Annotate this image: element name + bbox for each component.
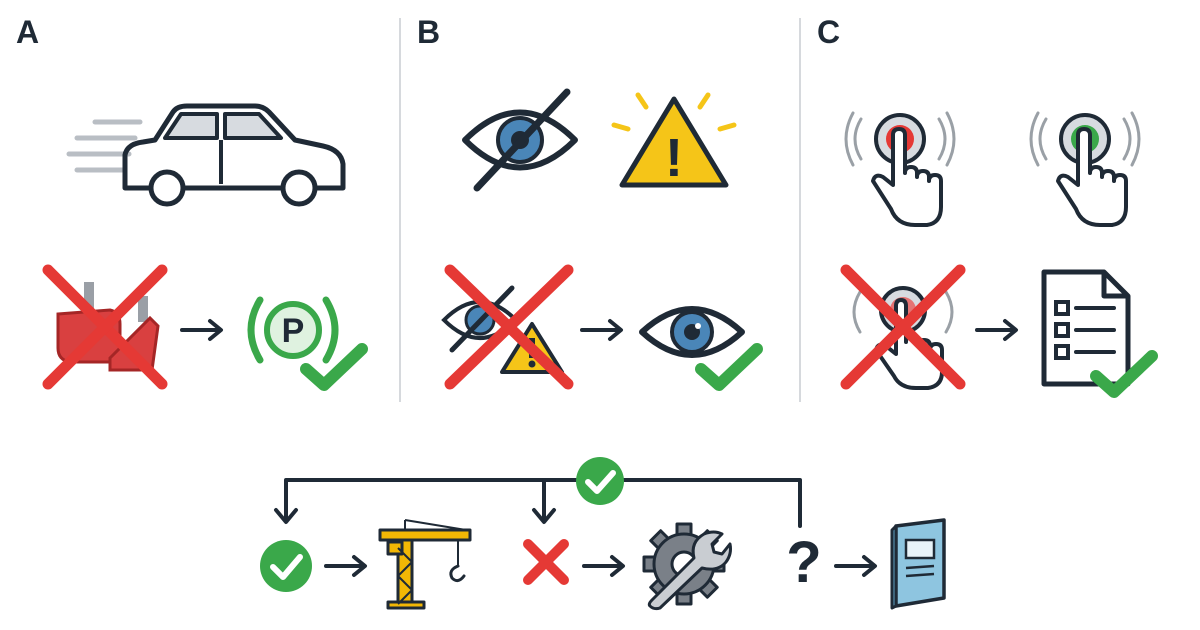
warning-exclamation: ! [665, 128, 683, 188]
parking-letter: P [282, 312, 305, 350]
right-arrow-icon [180, 318, 226, 342]
right-arrow-icon [834, 554, 880, 578]
crossed-out-button-press-icon [838, 262, 968, 392]
finger-press-red-button-icon [844, 105, 956, 235]
crossed-out-eye-slash-warning-icon [440, 262, 580, 392]
checkmark-icon [1090, 350, 1160, 400]
checkmark-icon [695, 343, 765, 393]
question-mark-text: ? [786, 530, 821, 595]
branch-connector-lines [270, 450, 830, 540]
moving-car-icon [55, 100, 355, 210]
panel-label-c: C [817, 14, 841, 50]
panel-divider [399, 18, 401, 402]
panel-label-b: B [417, 14, 441, 50]
panel-divider [799, 18, 801, 402]
checkmark-icon [300, 343, 370, 393]
right-arrow-icon [580, 318, 626, 342]
manual-book-icon [888, 518, 952, 610]
green-check-circle-icon [574, 455, 626, 507]
finger-press-green-button-icon [1029, 105, 1141, 235]
red-x-icon [520, 536, 572, 588]
crossed-out-handbrake-lever-icon [40, 262, 170, 392]
crane-icon [378, 518, 474, 610]
right-arrow-icon [975, 318, 1021, 342]
right-arrow-icon [582, 554, 628, 578]
question-mark-icon: ? [784, 530, 824, 595]
panel-label-a: A [16, 14, 40, 50]
warning-triangle-icon: ! [608, 85, 740, 195]
green-check-circle-icon [258, 538, 314, 594]
eye-icon [636, 292, 748, 372]
right-arrow-icon [324, 554, 370, 578]
checklist-document-icon [1038, 268, 1134, 388]
eye-slash-icon [455, 88, 585, 192]
wrench-gear-icon [638, 518, 732, 611]
parking-brake-indicator-icon: P [238, 290, 348, 370]
